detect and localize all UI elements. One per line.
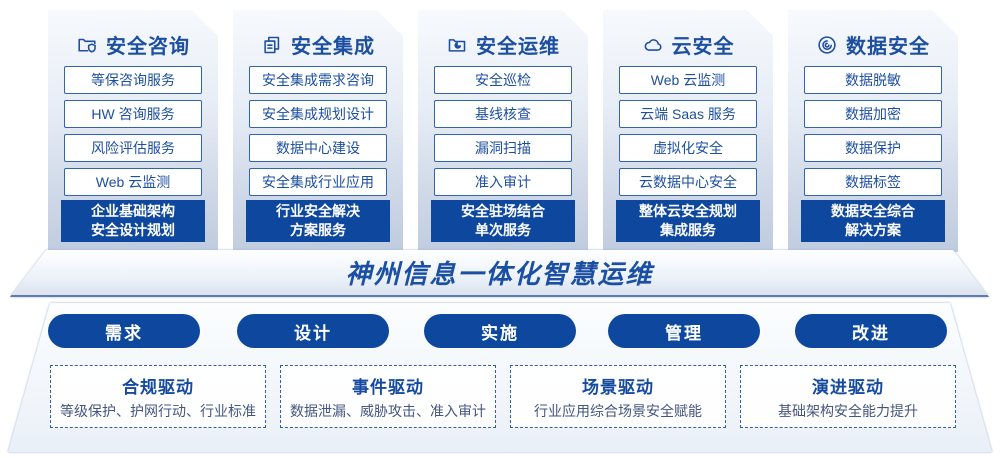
- service-list: 数据脱敏 数据加密 数据保护 数据标签: [804, 66, 942, 196]
- service-item: Web 云监测: [619, 66, 757, 94]
- panel-title: 安全运维: [476, 36, 560, 58]
- panel-footer: 整体云安全规划 集成服务: [616, 200, 760, 242]
- service-list: 等保咨询服务 HW 咨询服务 风险评估服务 Web 云监测: [64, 66, 202, 196]
- panel-header: 安全运维: [418, 30, 588, 59]
- service-list: Web 云监测 云端 Saas 服务 虚拟化安全 云数据中心安全: [619, 66, 757, 196]
- panel-header: 安全集成: [233, 30, 403, 59]
- driver-box-incident: 事件驱动 数据泄漏、威胁攻击、准入审计: [280, 365, 496, 428]
- driver-box-scenario: 场景驱动 行业应用综合场景安全赋能: [510, 365, 726, 428]
- driver-desc: 等级保护、护网行动、行业标准: [60, 402, 256, 419]
- panel-title: 数据安全: [846, 36, 930, 58]
- driver-title: 场景驱动: [582, 377, 654, 397]
- service-item: 安全集成行业应用: [249, 168, 387, 196]
- fingerprint-icon: [816, 34, 838, 56]
- phase-pill-demand: 需求: [48, 314, 200, 348]
- banner-underline: [10, 294, 989, 297]
- banner-title: 神州信息一体化智慧运维: [345, 259, 654, 289]
- panel-header: 安全咨询: [48, 30, 218, 59]
- cloud-icon: [642, 34, 664, 56]
- panel-footer: 安全驻场结合 单次服务: [431, 200, 575, 242]
- category-panel-consulting: 安全咨询 等保咨询服务 HW 咨询服务 风险评估服务 Web 云监测 企业基础架…: [48, 10, 218, 252]
- panel-title: 安全集成: [291, 36, 375, 58]
- driver-desc: 数据泄漏、威胁攻击、准入审计: [290, 402, 486, 419]
- service-item: 风险评估服务: [64, 134, 202, 162]
- driver-desc: 基础架构安全能力提升: [778, 402, 918, 419]
- category-panel-cloud: 云安全 Web 云监测 云端 Saas 服务 虚拟化安全 云数据中心安全 整体云…: [603, 10, 773, 252]
- service-item: 数据中心建设: [249, 134, 387, 162]
- panel-header: 数据安全: [788, 30, 958, 59]
- service-list: 安全集成需求咨询 安全集成规划设计 数据中心建设 安全集成行业应用: [249, 66, 387, 196]
- category-panel-integration: 安全集成 安全集成需求咨询 安全集成规划设计 数据中心建设 安全集成行业应用 行…: [233, 10, 403, 252]
- service-item: 安全巡检: [434, 66, 572, 94]
- service-item: 数据标签: [804, 168, 942, 196]
- service-item: 准入审计: [434, 168, 572, 196]
- service-item: 数据保护: [804, 134, 942, 162]
- service-item: 云数据中心安全: [619, 168, 757, 196]
- service-list: 安全巡检 基线核查 漏洞扫描 准入审计: [434, 66, 572, 196]
- service-item: 安全集成规划设计: [249, 100, 387, 128]
- panel-footer: 数据安全综合 解决方案: [801, 200, 945, 242]
- driver-title: 事件驱动: [352, 377, 424, 397]
- panel-header: 云安全: [603, 30, 773, 59]
- driver-title: 合规驱动: [122, 377, 194, 397]
- phase-pill-design: 设计: [237, 314, 389, 348]
- phase-pill-manage: 管理: [608, 314, 760, 348]
- service-item: 虚拟化安全: [619, 134, 757, 162]
- service-item: HW 咨询服务: [64, 100, 202, 128]
- folder-shield-icon: [76, 34, 98, 56]
- phase-pill-improve: 改进: [795, 314, 947, 348]
- service-item: 等保咨询服务: [64, 66, 202, 94]
- service-item: Web 云监测: [64, 168, 202, 196]
- driver-box-evolution: 演进驱动 基础架构安全能力提升: [740, 365, 956, 428]
- copy-docs-icon: [261, 34, 283, 56]
- driver-desc: 行业应用综合场景安全赋能: [534, 402, 702, 419]
- driver-title: 演进驱动: [812, 377, 884, 397]
- category-panel-operations: 安全运维 安全巡检 基线核查 漏洞扫描 准入审计 安全驻场结合 单次服务: [418, 10, 588, 252]
- folder-pie-icon: [446, 34, 468, 56]
- category-panel-data: 数据安全 数据脱敏 数据加密 数据保护 数据标签 数据安全综合 解决方案: [788, 10, 958, 252]
- panel-footer: 行业安全解决 方案服务: [246, 200, 390, 242]
- panel-title: 安全咨询: [106, 36, 190, 58]
- driver-box-compliance: 合规驱动 等级保护、护网行动、行业标准: [50, 365, 266, 428]
- service-item: 云端 Saas 服务: [619, 100, 757, 128]
- service-item: 数据加密: [804, 100, 942, 128]
- service-item: 漏洞扫描: [434, 134, 572, 162]
- panel-title: 云安全: [671, 36, 735, 58]
- service-item: 基线核查: [434, 100, 572, 128]
- phase-pill-implement: 实施: [424, 314, 576, 348]
- service-item: 数据脱敏: [804, 66, 942, 94]
- panel-footer: 企业基础架构 安全设计规划: [61, 200, 205, 242]
- banner-platform: 神州信息一体化智慧运维: [10, 250, 989, 297]
- service-item: 安全集成需求咨询: [249, 66, 387, 94]
